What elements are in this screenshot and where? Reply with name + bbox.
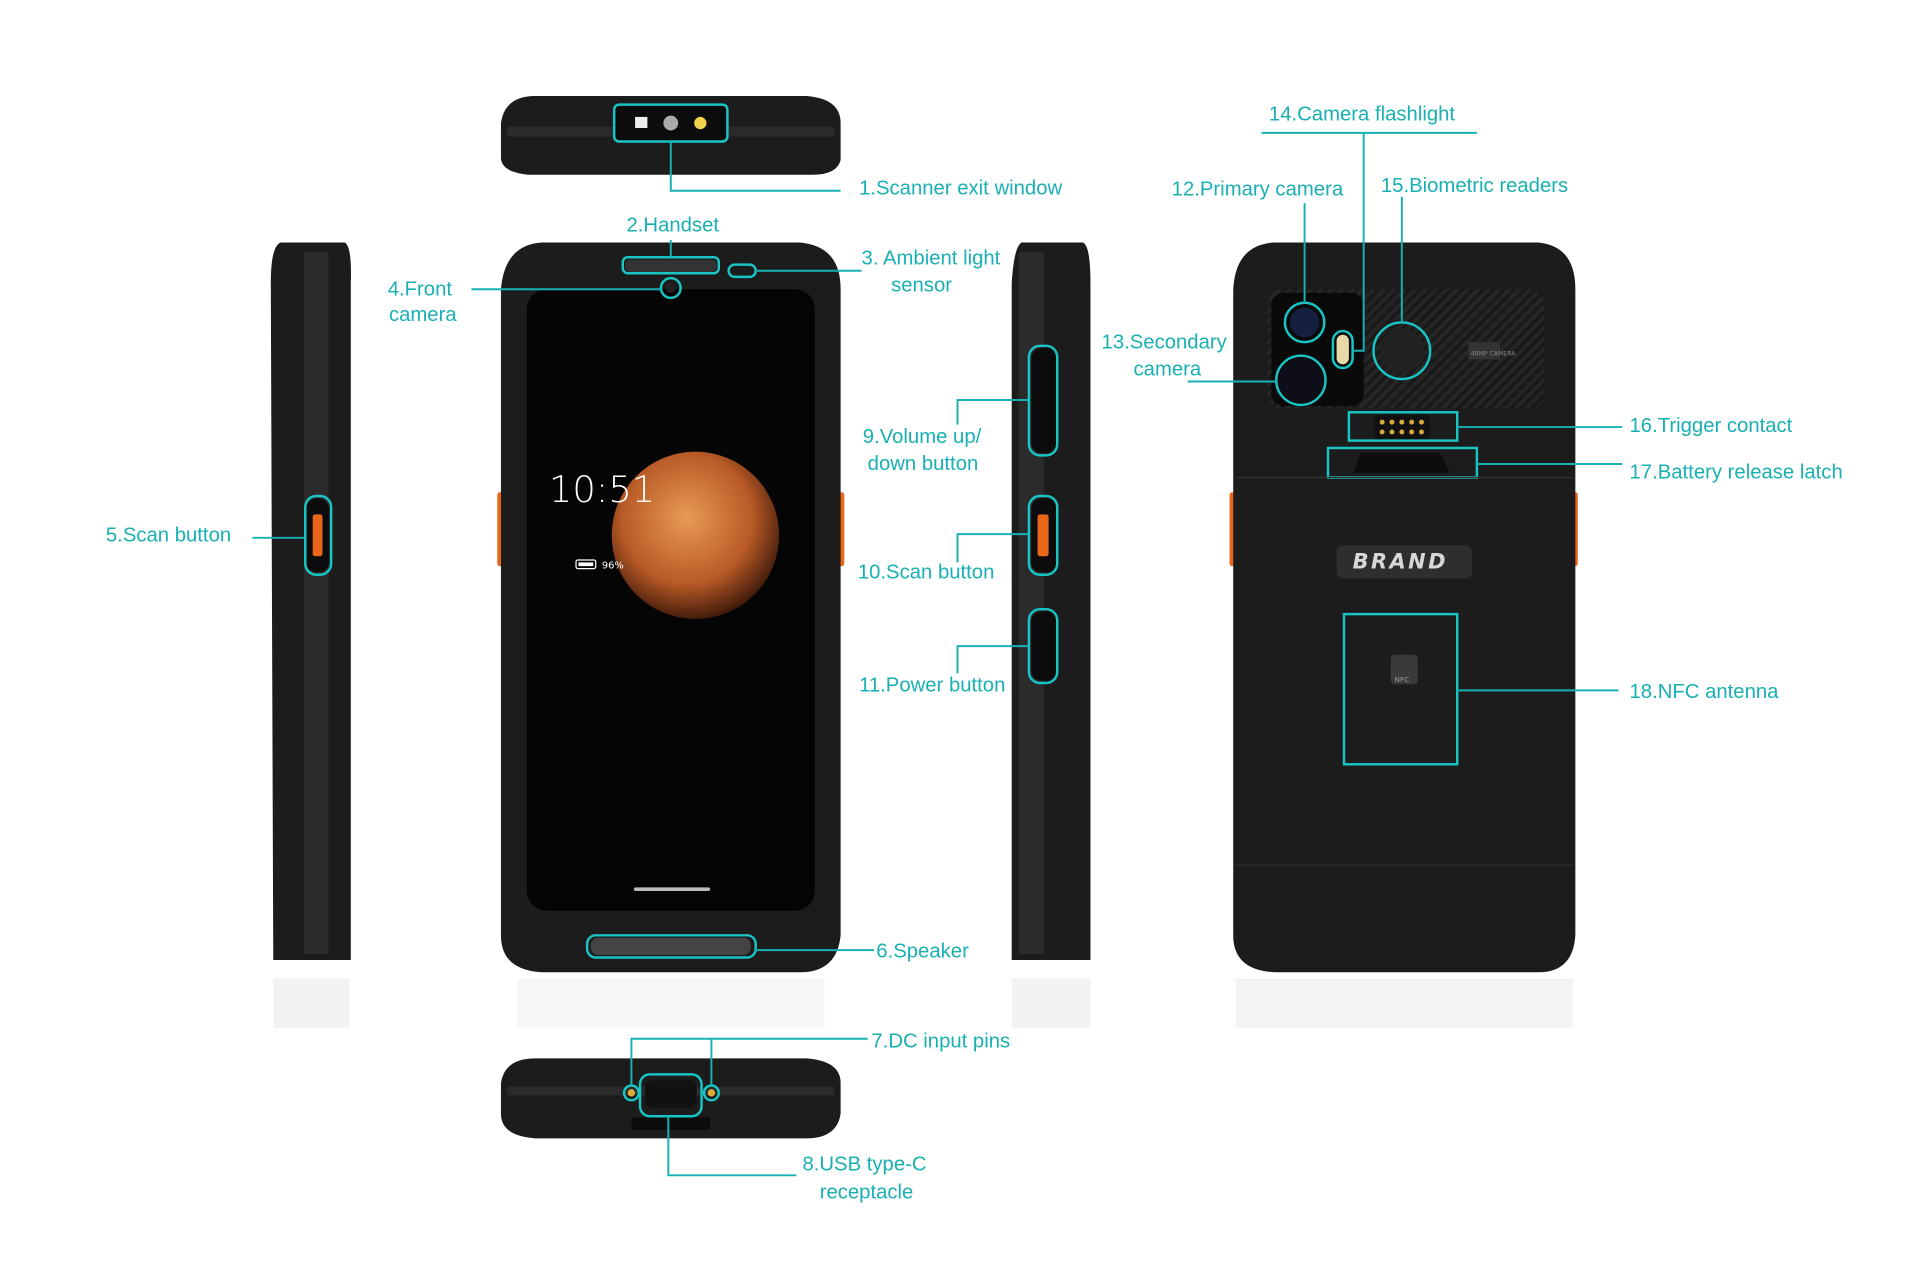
label-usb: 8.USB type-C bbox=[802, 1153, 926, 1175]
label-ambient-light: 3. Ambient light bbox=[862, 248, 1001, 270]
label-front-camera-2: camera bbox=[389, 304, 457, 326]
top-view bbox=[500, 95, 841, 175]
label-volume-2: down button bbox=[868, 453, 979, 475]
label-ambient-light-2: sensor bbox=[891, 275, 952, 297]
right-side-view bbox=[1011, 242, 1091, 1028]
battery-percent: 96% bbox=[602, 561, 624, 572]
usb-port bbox=[644, 1080, 697, 1108]
clock-time: 10:51 bbox=[549, 468, 655, 511]
nfc-mark: NFC bbox=[1394, 675, 1409, 684]
scan-button-right bbox=[1037, 514, 1049, 557]
scanner-light-icon bbox=[694, 116, 707, 130]
speaker-grille bbox=[590, 937, 751, 956]
brand-logo: BRAND bbox=[1353, 550, 1448, 574]
label-volume: 9.Volume up/ bbox=[863, 426, 982, 448]
scan-button-left bbox=[312, 514, 323, 557]
nfc-icon bbox=[1390, 654, 1418, 685]
label-secondary-camera: 13.Secondary bbox=[1102, 331, 1228, 353]
label-trigger-contact: 16.Trigger contact bbox=[1629, 415, 1792, 437]
label-speaker: 6.Speaker bbox=[876, 940, 969, 962]
label-secondary-camera-2: camera bbox=[1134, 358, 1202, 380]
label-dc-input-pins: 7.DC input pins bbox=[871, 1030, 1010, 1052]
wallpaper-planet bbox=[611, 451, 780, 620]
power-button bbox=[1031, 611, 1056, 681]
handset-grille bbox=[625, 259, 717, 272]
label-nfc-antenna: 18.NFC antenna bbox=[1629, 681, 1779, 703]
battery-latch bbox=[1353, 452, 1450, 473]
label-scan-button-right: 10.Scan button bbox=[858, 561, 995, 583]
fingerprint-sensor bbox=[1379, 328, 1424, 373]
left-side-view bbox=[270, 242, 351, 1028]
home-indicator bbox=[633, 887, 711, 892]
label-usb-2: receptacle bbox=[820, 1182, 914, 1204]
front-view: 10:51 96% bbox=[497, 242, 845, 1028]
callout-lines bbox=[252, 131, 1623, 1177]
camera-badge: 48MP CAMERA bbox=[1471, 351, 1516, 358]
scanner-lens-icon bbox=[663, 115, 679, 131]
back-view: 48MP CAMERA BRAND NFC bbox=[1229, 242, 1578, 1028]
label-power-button: 11.Power button bbox=[859, 675, 1005, 697]
label-biometric-readers: 15.Biometric readers bbox=[1381, 175, 1568, 197]
label-scanner-exit-window: 1.Scanner exit window bbox=[859, 177, 1062, 199]
label-camera-flashlight: 14.Camera flashlight bbox=[1269, 104, 1456, 126]
label-handset: 2.Handset bbox=[626, 214, 719, 236]
battery-icon bbox=[575, 559, 597, 570]
label-scan-button-left: 5.Scan button bbox=[106, 525, 231, 547]
label-primary-camera: 12.Primary camera bbox=[1172, 179, 1344, 201]
scanner-window-icon bbox=[635, 116, 648, 128]
label-battery-latch: 17.Battery release latch bbox=[1629, 462, 1842, 484]
callout-labels: 1.Scanner exit window 2.Handset 3. Ambie… bbox=[106, 104, 1843, 1204]
volume-button bbox=[1031, 348, 1056, 453]
bottom-view bbox=[500, 1058, 841, 1139]
label-front-camera: 4.Front bbox=[388, 278, 453, 300]
